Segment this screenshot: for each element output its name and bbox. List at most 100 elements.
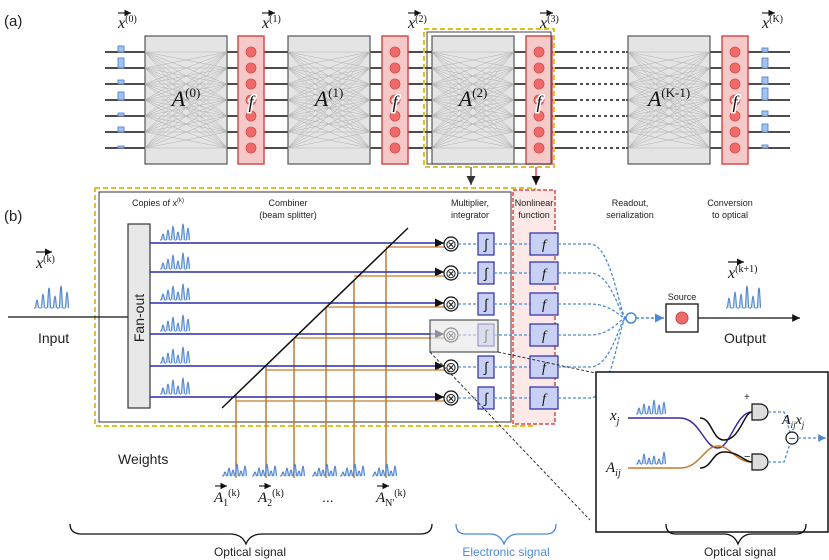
matrix-label-sup: (0) [185, 85, 200, 100]
vector-base: x [761, 15, 769, 32]
matrix-crossing-line [627, 131, 711, 149]
copies-label: Copies of x(k) [132, 198, 184, 208]
copy-pulse [160, 377, 191, 395]
combiner-label-2: (beam splitter) [259, 210, 317, 220]
matrix-crossing-line [627, 51, 711, 85]
highlighted-element-box [429, 319, 499, 353]
matrix-label: A(K-1) [646, 85, 690, 111]
matrix-crossing-line [627, 51, 711, 149]
matrix-label: A(0) [170, 85, 201, 111]
inset-diff-symbol: − [789, 433, 795, 445]
nonlinear-node [533, 78, 545, 90]
f-to-readout [558, 243, 627, 319]
weight-pulse-trains [222, 463, 398, 477]
inset-coupler-bottom [699, 451, 753, 469]
nonlinear-node [389, 94, 401, 106]
inset-a-pulse [636, 451, 667, 465]
readout-junction [625, 312, 637, 324]
output-pulse [761, 76, 769, 85]
weight-pulse [222, 463, 248, 477]
output-pulse [761, 110, 769, 117]
vector-sup: (2) [415, 14, 427, 25]
multiplier-symbol: ⊗ [445, 296, 457, 312]
nonlinear-node [533, 126, 545, 138]
f-symbol: f [542, 361, 548, 376]
matrix-label: A(1) [313, 85, 344, 111]
input-pulse [117, 112, 125, 117]
matrix-crossing-line [144, 51, 228, 133]
fanout-label: Fan-out [131, 294, 147, 342]
optical-signal-left-label: Optical signal [214, 545, 286, 559]
matrix-crossing-line [144, 83, 228, 149]
f-to-readout [558, 272, 627, 319]
conversion-label-1: Conversion [707, 198, 753, 208]
vector-base: x [261, 15, 269, 32]
matrix-crossing-line [627, 51, 711, 69]
multiplier-label-1: Multiplier, [451, 198, 489, 208]
brace-electronic [455, 523, 557, 546]
nonlinear-node [729, 46, 741, 58]
matrix-box: A(1) [287, 35, 371, 165]
nonlinear-node [389, 142, 401, 154]
weight-pulse [252, 463, 278, 477]
f-to-readout [558, 317, 627, 368]
matrix-crossing-line [144, 131, 228, 149]
panel-a-label: (a) [4, 13, 22, 30]
output-pulse-shape [726, 285, 762, 309]
copy-pulse [160, 314, 191, 332]
input-pulse [117, 91, 125, 101]
matrix-crossing-line [144, 51, 228, 117]
zoom-line-bottom [429, 351, 591, 521]
nonlinear-column: f [525, 35, 553, 165]
inset-coupler-top [699, 411, 753, 441]
matrix-crossing-line [431, 99, 515, 149]
weight-ellipsis: ... [322, 489, 334, 505]
nonlinear-node [245, 126, 257, 138]
f-to-readout [558, 317, 627, 336]
source-label: Source [668, 292, 697, 302]
copy-pulse [160, 283, 191, 301]
matrix-label-sup: (2) [472, 85, 487, 100]
matrix-crossing-line [431, 83, 515, 149]
f-symbol: f [542, 267, 548, 282]
nonlinear-node [533, 142, 545, 154]
nonlinear-column: f [381, 35, 409, 165]
matrix-crossing-line [287, 51, 371, 101]
input-vector: x(k) [35, 254, 55, 272]
matrix-crossing-line [431, 51, 515, 85]
matrix-crossing-line [431, 51, 515, 149]
f-symbol: f [542, 329, 548, 344]
matrix-crossing-line [431, 51, 515, 133]
integrator-symbol: ∫ [483, 236, 489, 252]
matrix-crossing-line [431, 51, 515, 117]
multiplier-symbol: ⊗ [445, 265, 457, 281]
brace-optical-right [665, 523, 807, 546]
f-symbol: f [542, 238, 548, 253]
highlight-box-a2 [423, 28, 555, 168]
nonlinear-label-1: Nonlinear [515, 198, 554, 208]
nonlinear-node [245, 46, 257, 58]
zoom-line-top [497, 351, 601, 375]
f-to-readout [558, 317, 627, 399]
matrix-crossing-line [287, 131, 371, 149]
vector-base: x [407, 15, 415, 32]
matrix-crossing-line [287, 51, 371, 149]
nonlinear-node [389, 46, 401, 58]
nonlinear-f-label: f [732, 92, 740, 112]
panel-b-inner-box [98, 191, 512, 423]
matrix-label-base: A [313, 86, 329, 111]
panel-a-vector-labels: x(0)x(1)x(2)x(3)x(K) [117, 9, 783, 149]
nonlinear-f-label: f [392, 92, 400, 112]
matrix-crossing-line [627, 51, 711, 117]
nonlinear-node [729, 142, 741, 154]
vector-label: x(1) [261, 14, 281, 32]
nonlinear-node [389, 78, 401, 90]
inset-x-waveguide [628, 411, 753, 449]
matrix-label-sup: (K-1) [661, 85, 690, 100]
inset-top-to-diff [768, 411, 791, 433]
matrix-crossing-line [627, 67, 711, 149]
matrix-box: A(2) [431, 35, 515, 165]
panel-a-matrix-boxes: A(0)A(1)A(2)A(K-1) [144, 35, 711, 165]
matrix-crossing-line [431, 51, 515, 69]
matrix-label-sup: (1) [328, 85, 343, 100]
